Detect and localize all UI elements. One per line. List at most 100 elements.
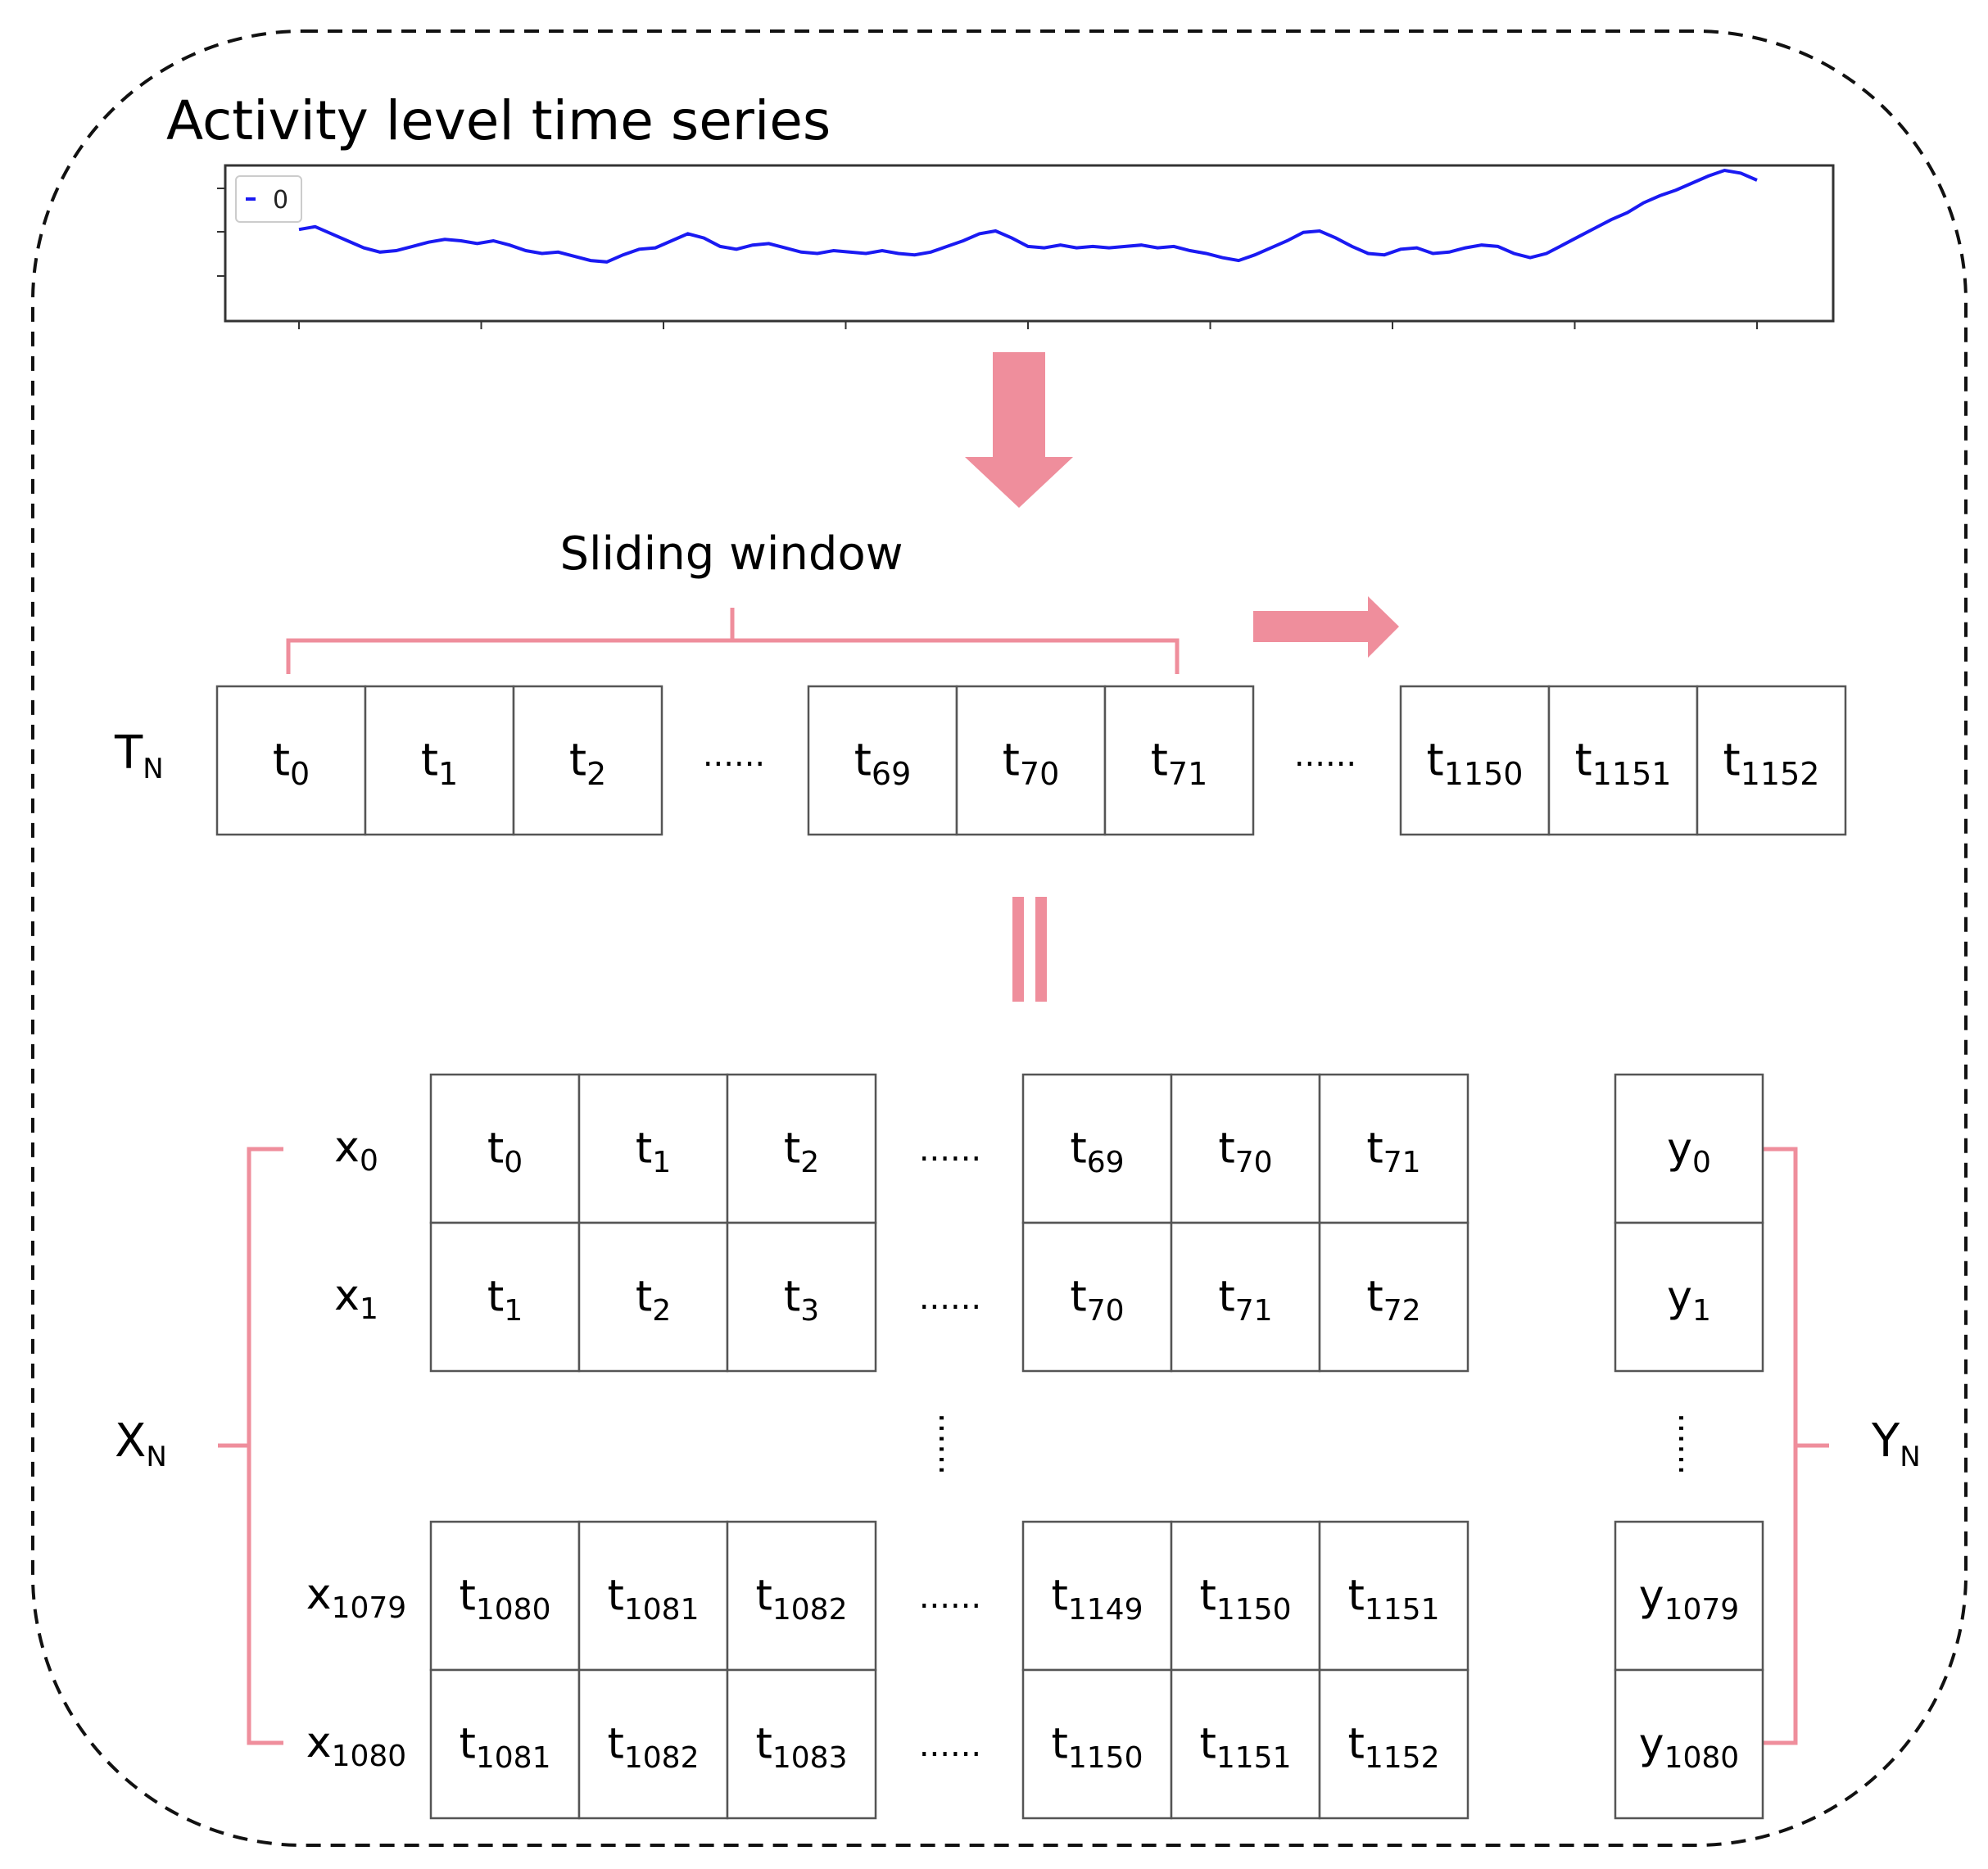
sequence-cell <box>1318 1221 1469 1373</box>
sequence-cell <box>1318 1520 1469 1672</box>
cell-label-base: t <box>784 1125 800 1174</box>
cell-label: t70 <box>1218 1125 1272 1179</box>
cell-label-subscript: 1149 <box>1068 1593 1143 1627</box>
cell-label-subscript: 2 <box>652 1294 671 1328</box>
row-ellipsis: ...... <box>919 1131 981 1169</box>
sequence-cell <box>577 1221 729 1373</box>
cell-label-subscript: 2 <box>800 1146 819 1179</box>
cell-label: t69 <box>854 734 912 792</box>
cell-label-base: y <box>1667 1273 1692 1322</box>
sliding-window-label: Sliding window <box>559 527 903 581</box>
cell-label-base: t <box>421 734 438 785</box>
cell-label-subscript: 1152 <box>1365 1741 1440 1775</box>
cell-label-base: t <box>1575 734 1592 785</box>
sequence-cell <box>364 685 515 836</box>
timeseries-axis-ticks <box>217 188 1758 329</box>
cell-label-subscript: 2 <box>586 756 606 792</box>
cell-label-base: t <box>1347 1720 1364 1769</box>
cell-label-subscript: 1080 <box>1664 1741 1740 1775</box>
cell-label: t0 <box>487 1125 523 1179</box>
cell-label-subscript: 70 <box>1020 756 1059 792</box>
equals-bar-right <box>1035 897 1047 1002</box>
cell-label: t1 <box>421 734 458 792</box>
cell-label-subscript: 1151 <box>1216 1741 1292 1775</box>
cell-label-subscript: 1081 <box>624 1593 700 1627</box>
cell-label-subscript: 1150 <box>1068 1741 1143 1775</box>
timeseries-line <box>298 168 1758 264</box>
cell-label-base: t <box>487 1273 504 1322</box>
cell-label-base: t <box>273 734 290 785</box>
vertical-ellipsis-matrix: ...... <box>931 1413 969 1475</box>
cell-label-subscript: 0 <box>1692 1146 1711 1179</box>
cell-label: t71 <box>1151 734 1208 792</box>
sequence-cell <box>1614 1520 1764 1672</box>
cell-label: t3 <box>784 1273 819 1328</box>
sequence-cell <box>1021 1073 1173 1224</box>
cell-label-subscript: 1082 <box>772 1593 848 1627</box>
sequence-cell <box>512 685 663 836</box>
row-x-label: x1 <box>334 1271 378 1326</box>
timeseries-legend: 0 <box>235 175 302 223</box>
sequence-cell <box>429 1073 581 1224</box>
cell-label-base: t <box>607 1720 623 1769</box>
cell-label: t70 <box>1070 1273 1124 1328</box>
cell-label-subscript: 0 <box>504 1146 523 1179</box>
cell-label-base: y <box>1667 1125 1692 1174</box>
row-x-label: x1079 <box>306 1570 406 1625</box>
xn-label: XN <box>115 1414 167 1473</box>
cell-label: t1 <box>487 1273 523 1328</box>
cell-label-subscript: 69 <box>872 756 911 792</box>
cell-label-base: y <box>1639 1572 1664 1621</box>
sequence-cell <box>1021 1221 1173 1373</box>
yn-bracket <box>1760 1147 1829 1745</box>
cell-label: t1149 <box>1051 1572 1143 1627</box>
sequence-cell <box>1170 1668 1321 1820</box>
row-x-label-subscript: 1080 <box>332 1740 407 1773</box>
cell-label-base: t <box>755 1720 772 1769</box>
cell-label-subscript: 3 <box>800 1294 819 1328</box>
sequence-cell <box>1547 685 1699 836</box>
legend-box <box>235 175 302 223</box>
cell-label-subscript: 69 <box>1087 1146 1125 1179</box>
cell-label-subscript: 71 <box>1383 1146 1421 1179</box>
row-ellipsis: ...... <box>919 1726 981 1764</box>
cell-label: y1 <box>1667 1273 1711 1328</box>
cell-label-base: t <box>1347 1572 1364 1621</box>
sequence-cell <box>955 685 1107 836</box>
sequence-cell <box>726 1668 877 1820</box>
legend-label: 0 <box>273 186 288 215</box>
cell-label: y1079 <box>1639 1572 1739 1627</box>
cell-label: t1150 <box>1051 1720 1143 1775</box>
cell-label-base: t <box>636 1273 652 1322</box>
row-ellipsis: ...... <box>919 1279 981 1317</box>
cell-label-subscript: 71 <box>1168 756 1207 792</box>
cell-label-base: t <box>1151 734 1168 785</box>
cell-label-base: t <box>607 1572 623 1621</box>
cell-label-subscript: 71 <box>1235 1294 1273 1328</box>
cell-label: t1152 <box>1723 734 1820 792</box>
sequence-cell <box>807 685 958 836</box>
sequence-cell <box>726 1221 877 1373</box>
sliding-window-bracket <box>286 608 1180 674</box>
cell-label: t2 <box>636 1273 671 1328</box>
sequence-cell <box>1021 1520 1173 1672</box>
cell-label-base: t <box>1427 734 1444 785</box>
sequence-cell <box>1103 685 1255 836</box>
cell-label-subscript: 1150 <box>1444 756 1524 792</box>
tn-ellipsis-2: ...... <box>1294 736 1356 774</box>
equals-bar-left <box>1012 897 1024 1002</box>
cell-label: t1081 <box>607 1572 699 1627</box>
cell-label-base: t <box>569 734 586 785</box>
cell-label: t1081 <box>459 1720 550 1775</box>
sequence-cell <box>1021 1668 1173 1820</box>
cell-label: y0 <box>1667 1125 1711 1179</box>
sequence-cell <box>1614 1221 1764 1373</box>
cell-label-base: t <box>755 1572 772 1621</box>
right-arrow-icon <box>1253 596 1399 658</box>
row-x-label-base: x <box>334 1271 360 1320</box>
cell-label-subscript: 1152 <box>1741 756 1820 792</box>
cell-label-base: t <box>487 1125 504 1174</box>
sequence-cell <box>1696 685 1847 836</box>
